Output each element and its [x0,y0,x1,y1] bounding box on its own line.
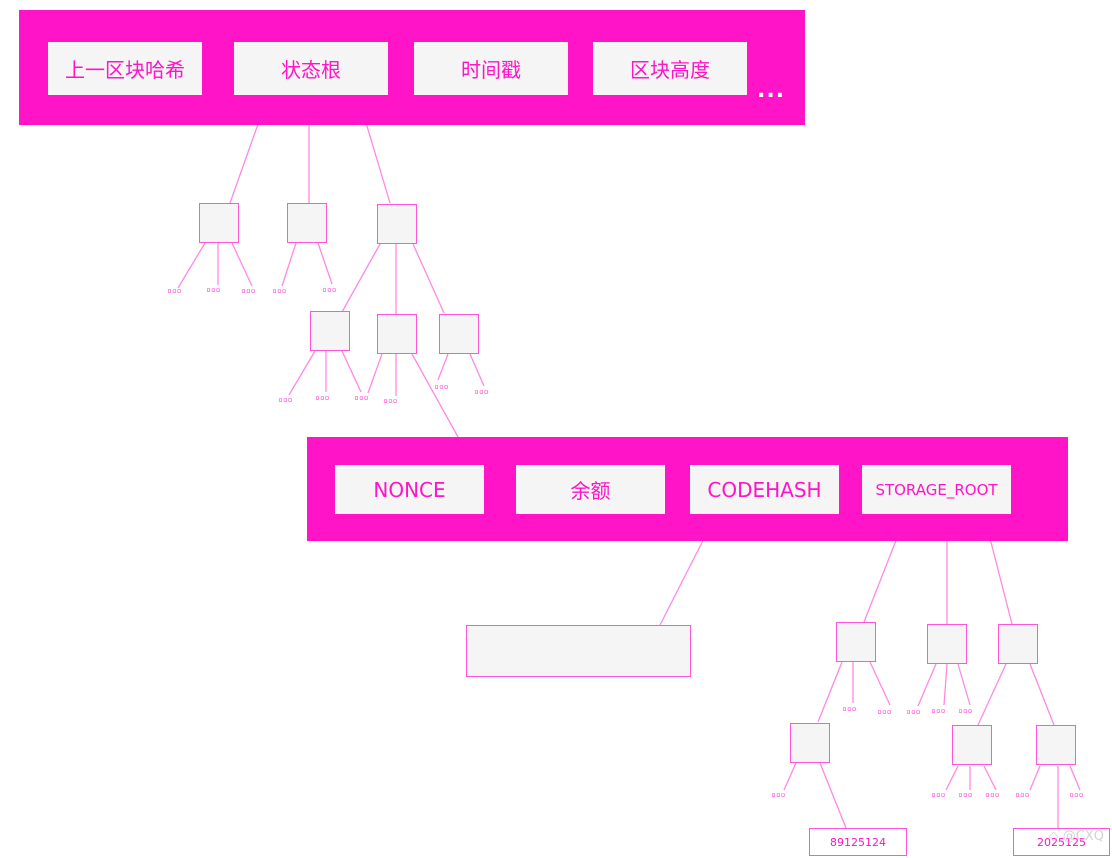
leaf-marker: ▫▫▫ [434,382,449,391]
leaf-marker: ▫▫▫ [278,395,293,404]
leaf-marker: ▫▫▫ [985,790,1000,799]
state-trie-node [377,314,417,354]
storage-trie-node [1036,725,1076,765]
storage-value-leaf: 89125124 [809,828,907,856]
leaf-marker: ▫▫▫ [906,707,921,716]
header-field-block-height: 区块高度 [593,42,747,95]
leaf-marker: ▫▫▫ [1069,790,1084,799]
leaf-marker: ▫▫▫ [771,790,786,799]
state-trie-node [439,314,479,354]
storage-value-leaf: 2025125 [1013,828,1110,856]
account-field-codehash: CODEHASH [690,465,839,514]
watermark: ◇ @CXQ [1048,829,1104,844]
leaf-marker: ▫▫▫ [931,790,946,799]
storage-trie-node [998,624,1038,664]
leaf-marker: ▫▫▫ [958,790,973,799]
state-trie-node [377,204,417,244]
storage-trie-node [790,723,830,763]
header-more-ellipsis: ... [757,78,786,103]
leaf-marker: ▫▫▫ [241,286,256,295]
header-field-parent-hash: 上一区块哈希 [48,42,202,95]
leaf-marker: ▫▫▫ [1015,790,1030,799]
leaf-marker: ▫▫▫ [315,393,330,402]
leaf-marker: ▫▫▫ [958,706,973,715]
header-field-state-root: 状态根 [234,42,388,95]
leaf-marker: ▫▫▫ [272,286,287,295]
leaf-marker: ▫▫▫ [877,707,892,716]
storage-trie-node [927,624,967,664]
leaf-marker: ▫▫▫ [167,286,182,295]
storage-trie-node [952,725,992,765]
account-field-nonce: NONCE [335,465,484,514]
storage-trie-node [836,622,876,662]
header-field-timestamp: 时间戳 [414,42,568,95]
leaf-marker: ▫▫▫ [383,396,398,405]
leaf-marker: ▫▫▫ [474,387,489,396]
leaf-marker: ▫▫▫ [354,393,369,402]
account-field-storage-root: STORAGE_ROOT [862,465,1011,514]
leaf-marker: ▫▫▫ [206,285,221,294]
leaf-marker: ▫▫▫ [322,285,337,294]
state-trie-node [310,311,350,351]
account-field-balance: 余额 [516,465,665,514]
leaf-marker: ▫▫▫ [842,704,857,713]
code-box [466,625,691,677]
leaf-marker: ▫▫▫ [931,706,946,715]
state-trie-node [287,203,327,243]
state-trie-node [199,203,239,243]
